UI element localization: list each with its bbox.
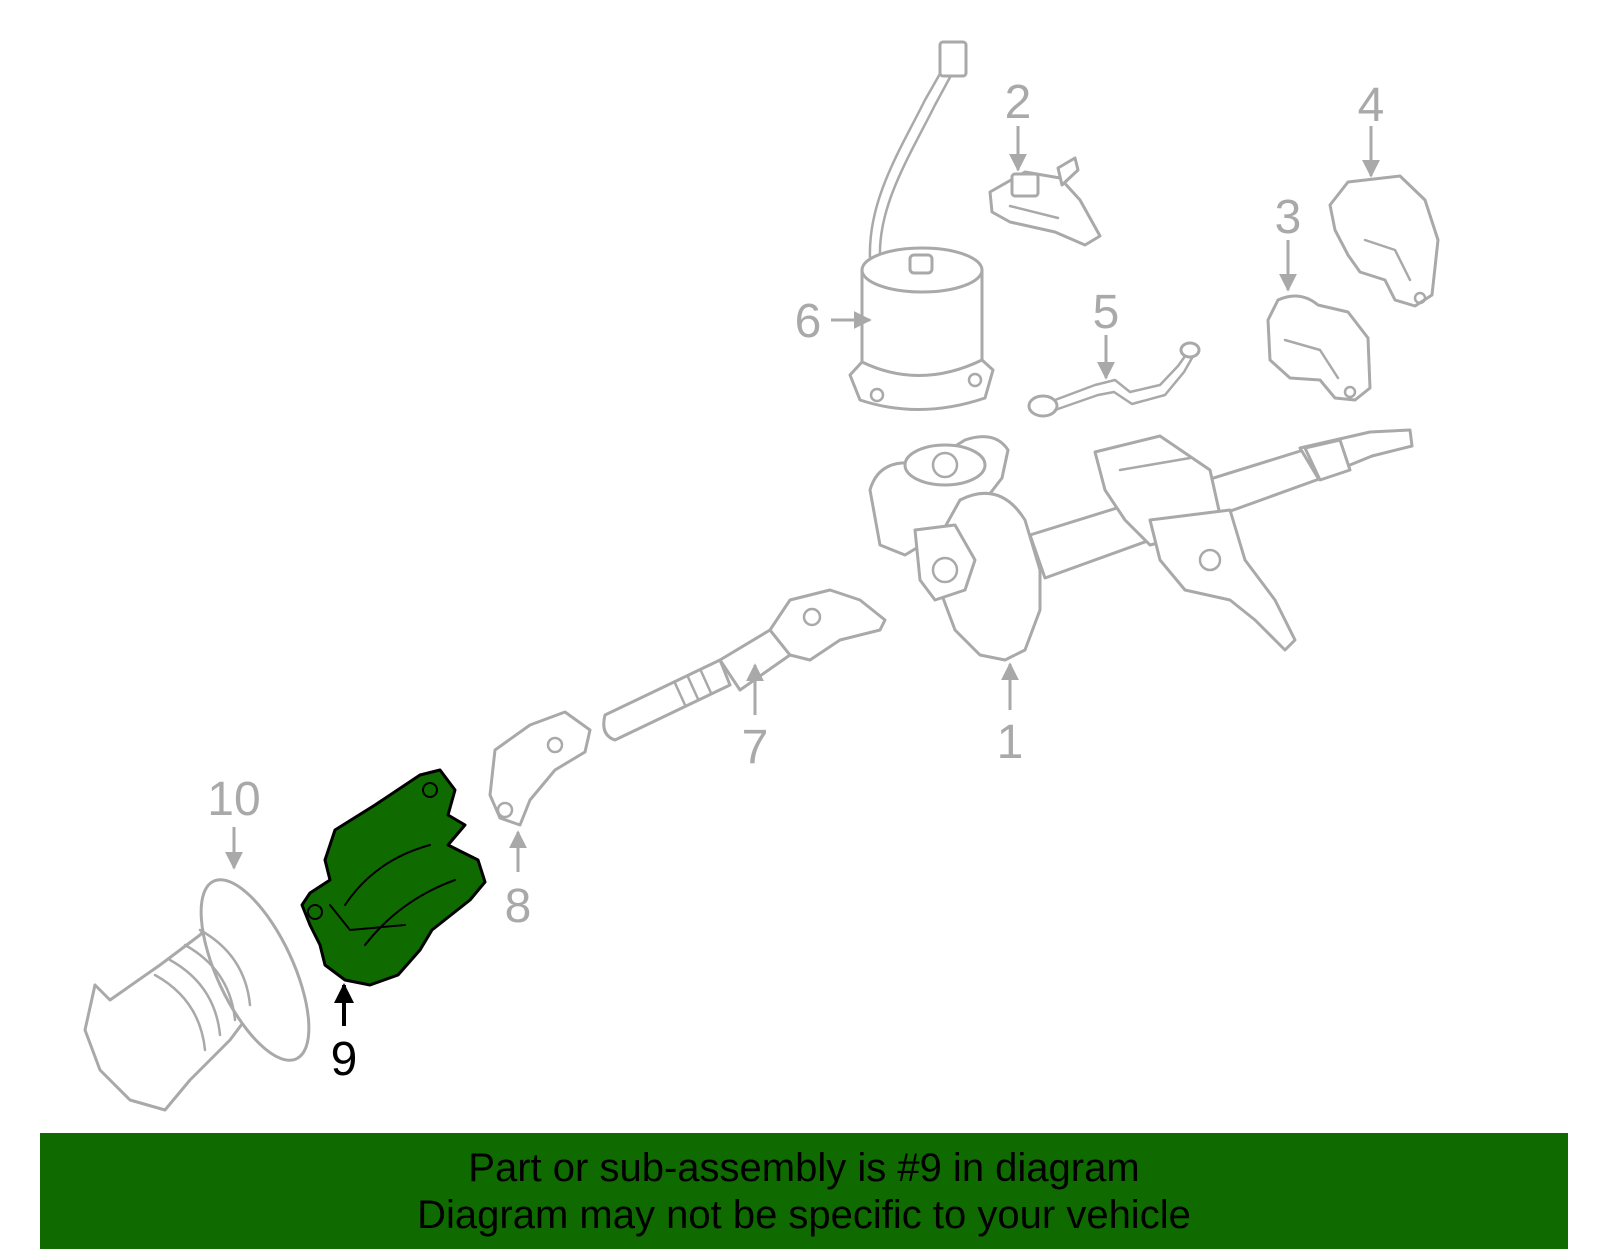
callout-8: 8	[505, 880, 532, 933]
caption-line-1: Part or sub-assembly is #9 in diagram	[468, 1146, 1140, 1190]
part-6-motor[interactable]	[848, 40, 995, 411]
part-1-steering-column[interactable]	[868, 428, 1414, 662]
callout-10: 10	[207, 773, 260, 826]
callout-6: 6	[795, 295, 822, 348]
part-2-sensor[interactable]	[988, 156, 1102, 247]
part-10-boot[interactable]	[83, 865, 331, 1112]
callout-9: 9	[331, 1033, 358, 1086]
caption-banner: Part or sub-assembly is #9 in diagram Di…	[40, 1133, 1568, 1249]
part-5-ground-strap[interactable]	[1027, 341, 1201, 418]
caption-line-2: Diagram may not be specific to your vehi…	[417, 1193, 1191, 1237]
part-4-cover[interactable]	[1328, 174, 1440, 308]
callout-4: 4	[1358, 79, 1385, 132]
part-8-universal-joint[interactable]	[488, 710, 592, 827]
callout-2: 2	[1005, 76, 1032, 129]
callout-3: 3	[1275, 191, 1302, 244]
callout-5: 5	[1093, 286, 1120, 339]
part-7-intermediate-shaft[interactable]	[602, 588, 887, 742]
callout-1: 1	[997, 716, 1024, 769]
part-3-switch[interactable]	[1266, 294, 1372, 402]
callout-7: 7	[742, 721, 769, 774]
part-9-column-cover[interactable]	[300, 768, 487, 987]
